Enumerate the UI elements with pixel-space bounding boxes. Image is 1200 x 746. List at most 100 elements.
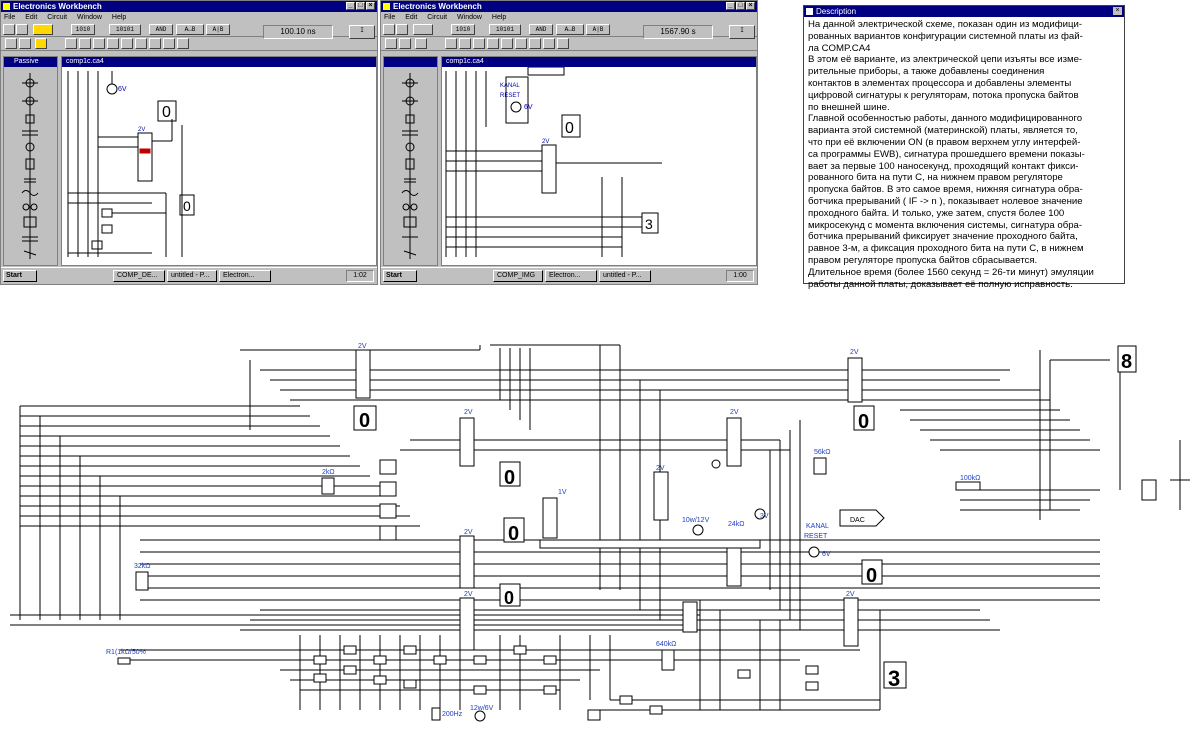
resistor-2k[interactable] bbox=[321, 477, 335, 495]
wire-icon[interactable] bbox=[65, 38, 77, 49]
analog-icon[interactable] bbox=[557, 38, 569, 49]
menu-circuit[interactable]: Circuit bbox=[47, 14, 68, 21]
rotate-icon[interactable] bbox=[5, 38, 17, 49]
task-button-2[interactable]: Electron... bbox=[545, 270, 597, 282]
source-icon[interactable] bbox=[79, 38, 91, 49]
flip-icon[interactable] bbox=[399, 38, 411, 49]
convert-button[interactable]: A↔B bbox=[556, 24, 584, 35]
indicator-icon[interactable] bbox=[487, 38, 499, 49]
menu-edit[interactable]: Edit bbox=[25, 14, 38, 21]
palette-parts[interactable] bbox=[384, 67, 437, 265]
menu-file[interactable]: File bbox=[384, 14, 396, 21]
minimize-button[interactable]: _ bbox=[726, 2, 735, 10]
control-icon[interactable] bbox=[501, 38, 513, 49]
gate-4[interactable] bbox=[343, 665, 357, 675]
source-icon[interactable] bbox=[459, 38, 471, 49]
close-button[interactable]: × bbox=[746, 2, 755, 10]
title-bar[interactable]: Electronics Workbench _ □ × bbox=[381, 1, 757, 12]
clock-source[interactable] bbox=[431, 707, 441, 721]
battery-6v[interactable] bbox=[808, 546, 820, 558]
gate-18[interactable] bbox=[737, 669, 751, 679]
gate-2[interactable] bbox=[313, 673, 327, 683]
open-icon[interactable] bbox=[396, 24, 408, 35]
flipflop-2[interactable] bbox=[379, 481, 397, 497]
control-icon[interactable] bbox=[121, 38, 133, 49]
minimize-button[interactable]: _ bbox=[346, 2, 355, 10]
convert-button[interactable]: A↔B bbox=[176, 24, 204, 35]
gate-icon[interactable] bbox=[473, 38, 485, 49]
resistor-640k[interactable] bbox=[661, 649, 675, 671]
ab-button[interactable]: A|B bbox=[586, 24, 610, 35]
ic-chip-8[interactable] bbox=[847, 357, 863, 403]
ic-chip-3[interactable] bbox=[459, 535, 475, 589]
ab-button[interactable]: A|B bbox=[206, 24, 230, 35]
lamp-12w[interactable] bbox=[474, 710, 486, 722]
gate-button[interactable]: AND bbox=[149, 24, 173, 35]
maximize-button[interactable]: □ bbox=[736, 2, 745, 10]
digital-icon[interactable] bbox=[543, 38, 555, 49]
menu-help[interactable]: Help bbox=[111, 14, 127, 21]
description-title-bar[interactable]: Description × bbox=[804, 6, 1124, 17]
ic-chip-7[interactable] bbox=[726, 545, 742, 587]
task-button-3[interactable]: untitled - P... bbox=[599, 270, 651, 282]
task-button-3[interactable]: Electron... bbox=[219, 270, 271, 282]
close-icon[interactable]: × bbox=[1113, 7, 1122, 15]
ic-chip-6[interactable] bbox=[726, 417, 742, 467]
close-button[interactable]: × bbox=[366, 2, 375, 10]
flipflop-3[interactable] bbox=[379, 503, 397, 519]
gate-8[interactable] bbox=[403, 679, 417, 689]
menu-edit[interactable]: Edit bbox=[405, 14, 418, 21]
resistor-100k[interactable] bbox=[955, 481, 981, 491]
gate-12[interactable] bbox=[513, 645, 527, 655]
resistor-32k[interactable] bbox=[135, 571, 149, 591]
gate-10[interactable] bbox=[473, 655, 487, 665]
task-button-2[interactable]: untitled - P... bbox=[167, 270, 217, 282]
gate-icon[interactable] bbox=[93, 38, 105, 49]
sim-icon[interactable] bbox=[33, 24, 53, 35]
dac-block[interactable] bbox=[839, 509, 885, 527]
title-bar[interactable]: Electronics Workbench _ □ × bbox=[1, 1, 377, 12]
menu-window[interactable]: Window bbox=[77, 14, 102, 21]
ic-chip-9[interactable] bbox=[843, 597, 859, 647]
flipflop-4[interactable] bbox=[379, 525, 397, 541]
gate-16[interactable] bbox=[619, 695, 633, 705]
wire-icon[interactable] bbox=[445, 38, 457, 49]
rotate-icon[interactable] bbox=[385, 38, 397, 49]
indicator-icon[interactable] bbox=[107, 38, 119, 49]
menu-circuit[interactable]: Circuit bbox=[427, 14, 448, 21]
menu-window[interactable]: Window bbox=[457, 14, 482, 21]
power-switch[interactable]: I bbox=[729, 25, 755, 39]
new-icon[interactable] bbox=[383, 24, 395, 35]
ic-chip-11[interactable] bbox=[682, 601, 698, 633]
circuit-canvas[interactable]: KANAL RESET 6V 2V 0 3 bbox=[442, 66, 756, 265]
task-button-1[interactable]: COMP_DE... bbox=[113, 270, 165, 282]
gate-20[interactable] bbox=[805, 665, 819, 675]
misc-icon[interactable] bbox=[515, 38, 527, 49]
resistor-56k[interactable] bbox=[813, 457, 827, 475]
resistor-icon[interactable] bbox=[35, 38, 47, 49]
open-icon[interactable] bbox=[16, 24, 28, 35]
ic-chip-1[interactable] bbox=[355, 349, 371, 399]
lamp-10w[interactable] bbox=[692, 524, 704, 536]
ic-chip-10[interactable] bbox=[542, 497, 558, 539]
gate-17[interactable] bbox=[649, 705, 663, 715]
ic-chip-4[interactable] bbox=[459, 597, 475, 651]
logic-converter-button[interactable]: 1010 bbox=[451, 24, 475, 35]
menu-help[interactable]: Help bbox=[491, 14, 507, 21]
gate-6[interactable] bbox=[373, 675, 387, 685]
gate-5[interactable] bbox=[373, 655, 387, 665]
word-gen-button[interactable]: 10101 bbox=[109, 24, 141, 35]
start-button[interactable]: Start bbox=[3, 270, 37, 282]
ic-chip-2[interactable] bbox=[459, 417, 475, 467]
gate-1[interactable] bbox=[313, 655, 327, 665]
power-switch[interactable]: I bbox=[349, 25, 375, 39]
start-button[interactable]: Start bbox=[383, 270, 417, 282]
flipflop-1[interactable] bbox=[379, 459, 397, 475]
gate-11[interactable] bbox=[473, 685, 487, 695]
logic-converter-button[interactable]: 1010 bbox=[71, 24, 95, 35]
maximize-button[interactable]: □ bbox=[356, 2, 365, 10]
gate-3[interactable] bbox=[343, 645, 357, 655]
analog-icon[interactable] bbox=[177, 38, 189, 49]
resistor-icon[interactable] bbox=[415, 38, 427, 49]
ic-chip-5[interactable] bbox=[653, 471, 669, 521]
